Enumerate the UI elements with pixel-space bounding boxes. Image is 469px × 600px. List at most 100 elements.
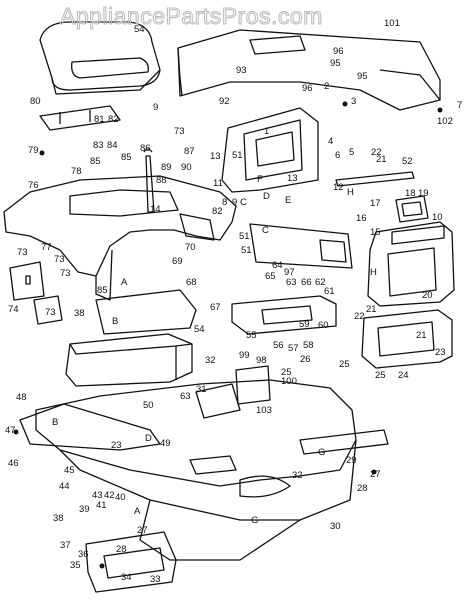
callout-3: 3 <box>351 96 356 107</box>
callout-B: B <box>112 316 118 327</box>
bolt <box>13 429 19 435</box>
callout-82: 82 <box>108 114 119 125</box>
callout-88: 88 <box>156 175 167 186</box>
callout-85: 85 <box>121 152 132 163</box>
callout-38: 38 <box>74 308 85 319</box>
callout-90: 90 <box>181 162 192 173</box>
callout-A: A <box>121 277 128 288</box>
callout-43: 43 <box>92 490 103 501</box>
callout-86: 86 <box>140 143 151 154</box>
callout-G: G <box>251 515 258 526</box>
callout-46: 46 <box>8 458 19 469</box>
callout-28: 28 <box>357 483 368 494</box>
callout-58: 58 <box>303 340 314 351</box>
callout-78: 78 <box>71 166 82 177</box>
callout-31: 31 <box>196 384 207 395</box>
callout-27: 27 <box>137 525 148 536</box>
callout-70: 70 <box>185 242 196 253</box>
callout-21: 21 <box>376 154 387 165</box>
callout-73: 73 <box>54 254 65 265</box>
headlight-grille <box>361 221 455 369</box>
callout-50: 50 <box>143 400 154 411</box>
rear-bracket <box>299 429 389 455</box>
seat-track <box>231 295 337 335</box>
callout-10: 10 <box>432 212 443 223</box>
callout-16: 16 <box>356 213 367 224</box>
callout-84: 84 <box>107 140 118 151</box>
callout-13: 13 <box>287 173 298 184</box>
callout-11: 11 <box>213 178 223 189</box>
callout-85: 85 <box>97 285 108 296</box>
callout-59: 59 <box>299 319 310 330</box>
dash-panel <box>221 107 319 193</box>
relay-bracket <box>235 365 271 405</box>
bracket-left <box>9 261 45 301</box>
callout-102: 102 <box>437 116 453 127</box>
callout-92: 92 <box>219 96 230 107</box>
callout-100: 100 <box>281 376 297 387</box>
callout-21: 21 <box>366 304 377 315</box>
callout-39: 39 <box>79 504 90 515</box>
callout-14: 14 <box>150 204 161 215</box>
callout-95: 95 <box>330 58 341 69</box>
callout-6: 6 <box>335 150 340 161</box>
left-rail <box>19 403 161 451</box>
parts-drawing <box>3 21 455 593</box>
lamp <box>395 195 429 223</box>
foot-plate <box>85 531 177 593</box>
callout-99: 99 <box>239 350 250 361</box>
callout-87: 87 <box>184 146 195 157</box>
callout-26: 26 <box>300 354 311 365</box>
callout-45: 45 <box>64 465 75 476</box>
callout-34: 34 <box>121 572 132 583</box>
callout-2: 2 <box>324 81 329 92</box>
side-panel <box>249 223 353 269</box>
callout-67: 67 <box>210 302 221 313</box>
callout-51: 51 <box>232 150 243 161</box>
callout-33: 33 <box>150 574 161 585</box>
callout-73: 73 <box>17 247 28 258</box>
callout-77: 77 <box>41 242 52 253</box>
callout-54: 54 <box>134 24 145 35</box>
callout-17: 17 <box>370 198 381 209</box>
bolt <box>39 150 45 156</box>
callout-18: 18 <box>405 188 416 199</box>
callout-H: H <box>370 267 377 278</box>
frame <box>35 379 357 561</box>
callout-23: 23 <box>111 440 122 451</box>
callout-96: 96 <box>333 46 344 57</box>
callout-66: 66 <box>301 277 312 288</box>
callout-21: 21 <box>416 330 427 341</box>
callout-49: 49 <box>160 438 171 449</box>
callout-5: 5 <box>349 147 354 158</box>
watermark: AppliancePartsPros.com <box>60 3 323 29</box>
callout-D: D <box>145 433 152 444</box>
callout-65: 65 <box>265 271 276 282</box>
callout-44: 44 <box>59 481 70 492</box>
callout-54: 54 <box>194 324 205 335</box>
callout-61: 61 <box>324 286 335 297</box>
seat-top <box>39 21 161 95</box>
callout-12: 12 <box>333 182 344 193</box>
callout-79: 79 <box>28 145 39 156</box>
callout-38: 38 <box>53 513 64 524</box>
callout-68: 68 <box>186 277 197 288</box>
callout-22: 22 <box>371 147 382 158</box>
callout-23: 23 <box>435 347 446 358</box>
callout-25: 25 <box>281 367 292 378</box>
callout-103: 103 <box>256 405 272 416</box>
bolt <box>371 469 377 475</box>
callout-60: 60 <box>318 320 329 331</box>
callout-D: D <box>263 191 270 202</box>
bolt <box>342 101 348 107</box>
motor-bracket <box>195 383 241 419</box>
callout-69: 69 <box>172 256 183 267</box>
callout-25: 25 <box>339 359 350 370</box>
seat-mount-plate <box>95 289 197 335</box>
callout-74: 74 <box>8 304 19 315</box>
bolt <box>99 563 105 569</box>
callout-73: 73 <box>174 126 185 137</box>
callout-56: 56 <box>273 340 284 351</box>
